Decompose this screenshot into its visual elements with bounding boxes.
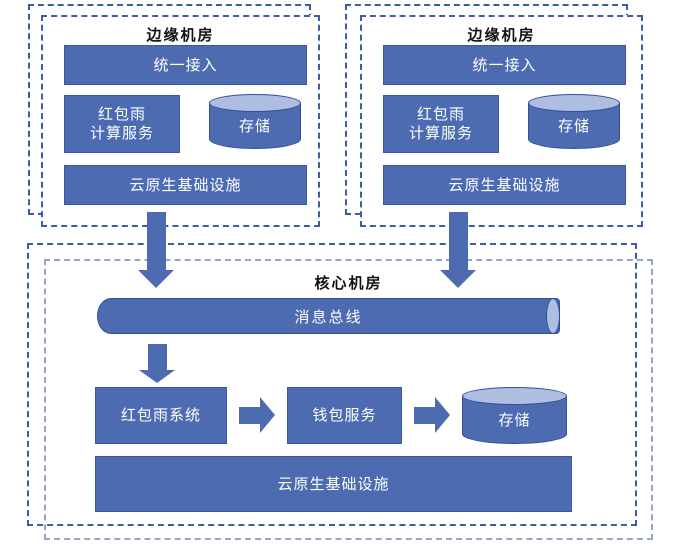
wallet-to-storage-arrow-icon: [414, 397, 450, 434]
edge-room-1-panel: 边缘机房 统一接入 红包雨 计算服务 存储 云原生基础设施: [41, 15, 320, 227]
edge-room-2-infra-box: 云原生基础设施: [383, 165, 626, 205]
unified-access-label: 统一接入: [472, 56, 537, 74]
cylinder-top-icon: [462, 387, 567, 405]
compute-label-line2: 计算服务: [408, 125, 473, 142]
edge-room-1-unified-access-box: 统一接入: [64, 45, 307, 85]
edge-room-2-title: 边缘机房: [467, 27, 536, 44]
edge-room-2-compute-box: 红包雨 计算服务: [383, 95, 499, 153]
cylinder-top-icon: [209, 94, 301, 112]
infra-label: 云原生基础设施: [277, 475, 390, 493]
infra-label: 云原生基础设施: [448, 176, 561, 194]
redpacket-system-box: 红包雨系统: [95, 387, 227, 444]
core-storage-cylinder: 存储: [462, 387, 567, 444]
pipe-end-cap-icon: [546, 298, 560, 334]
redpacket-system-label: 红包雨系统: [120, 407, 201, 424]
edge-room-1-infra-box: 云原生基础设施: [64, 165, 307, 205]
edge-room-1-title: 边缘机房: [146, 27, 215, 44]
edge2-to-core-arrow-icon: [440, 212, 476, 288]
core-room-back-panel: [27, 243, 637, 526]
storage-label: 存储: [238, 118, 271, 135]
system-to-wallet-arrow-icon: [239, 397, 275, 434]
edge-room-1-compute-box: 红包雨 计算服务: [64, 95, 180, 153]
message-bus-pipe: 消息总线: [97, 298, 560, 334]
wallet-service-box: 钱包服务: [287, 387, 402, 444]
cylinder-body: 存储: [528, 103, 620, 149]
cylinder-top-icon: [528, 94, 620, 112]
edge-room-2-storage-cylinder: 存储: [528, 94, 620, 149]
message-bus-label: 消息总线: [294, 308, 363, 326]
core-room-title: 核心机房: [314, 275, 383, 292]
unified-access-label: 统一接入: [153, 56, 218, 74]
compute-label-line2: 计算服务: [89, 125, 154, 142]
wallet-service-label: 钱包服务: [312, 407, 377, 424]
compute-label-line1: 红包雨: [97, 106, 146, 123]
infra-label: 云原生基础设施: [129, 176, 242, 194]
edge-room-1-storage-cylinder: 存储: [209, 94, 301, 149]
storage-label: 存储: [557, 118, 590, 135]
core-infra-box: 云原生基础设施: [95, 456, 572, 512]
edge-room-2-unified-access-box: 统一接入: [383, 45, 626, 85]
storage-label: 存储: [498, 412, 531, 429]
bus-to-system-arrow-icon: [139, 344, 175, 383]
edge-room-2-panel: 边缘机房 统一接入 红包雨 计算服务 存储 云原生基础设施: [360, 15, 643, 227]
core-room-panel: 核心机房 消息总线 红包雨系统 钱包服务 存储 云原生基础设施: [44, 259, 653, 540]
edge1-to-core-arrow-icon: [138, 212, 174, 288]
compute-label-line1: 红包雨: [416, 106, 465, 123]
